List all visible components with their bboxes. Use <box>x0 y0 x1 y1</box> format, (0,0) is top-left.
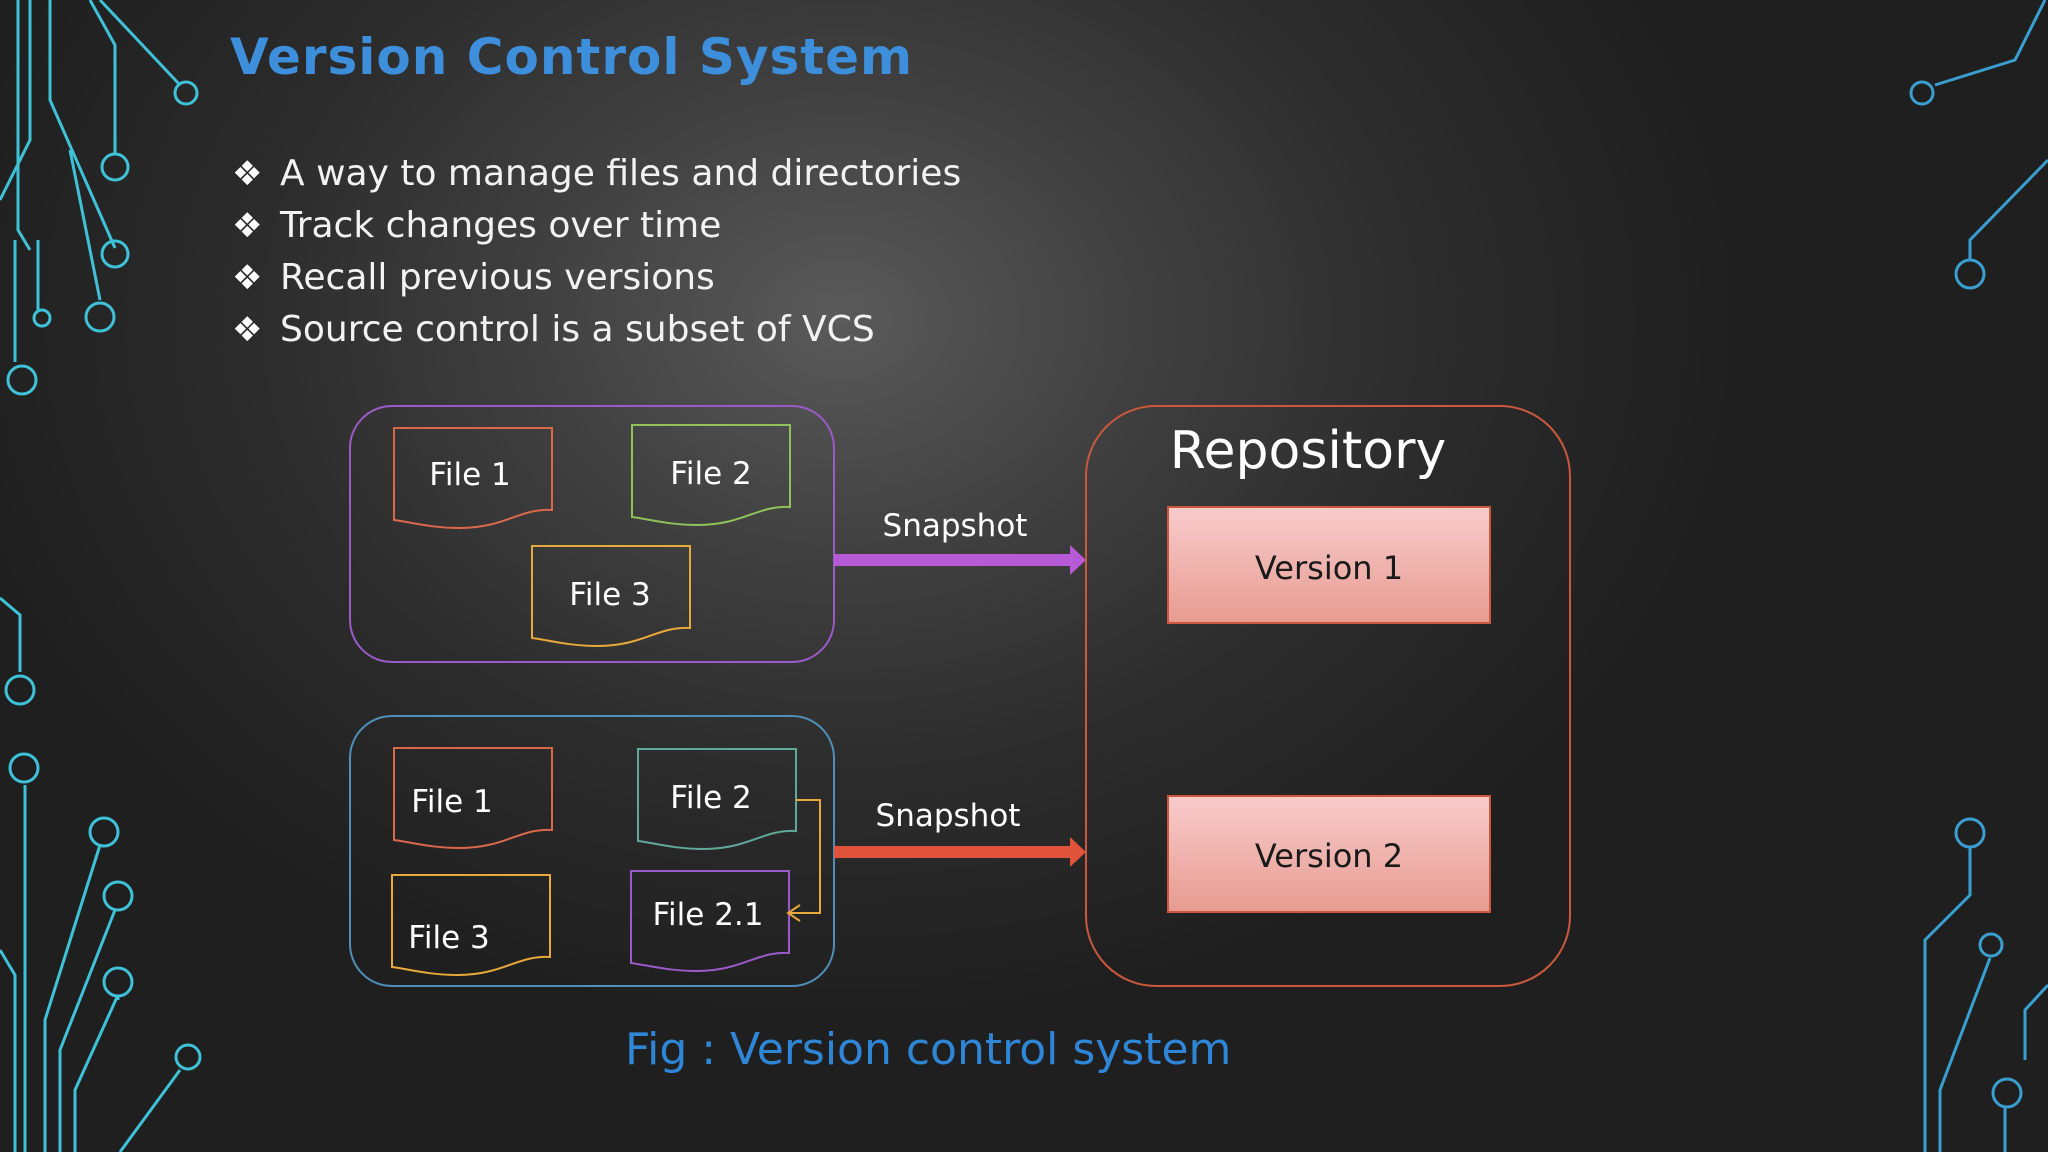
file-document: File 2.1 <box>630 870 790 973</box>
circuit-trace <box>68 149 102 301</box>
diamond-bullet-icon: ❖ <box>232 206 263 246</box>
circuit-trace <box>1934 0 2047 87</box>
circuit-node <box>1954 258 1986 290</box>
circuit-trace <box>0 596 22 672</box>
circuit-trace <box>58 909 117 1152</box>
circuit-trace <box>1938 957 1992 1152</box>
bullet-item: ❖ Source control is a subset of VCS <box>232 304 961 356</box>
working-copy-group-1 <box>349 405 835 663</box>
file-document: File 3 <box>531 545 691 648</box>
circuit-node <box>84 301 116 333</box>
file-label: File 3 <box>569 577 650 613</box>
circuit-trace <box>88 0 117 155</box>
file-label: File 1 <box>411 784 492 820</box>
circuit-trace <box>2023 983 2048 1060</box>
circuit-node <box>100 152 130 182</box>
circuit-node <box>102 966 134 998</box>
repository-box <box>1085 405 1571 987</box>
file-document: File 1 <box>393 747 553 850</box>
bullet-text: Source control is a subset of VCS <box>280 309 875 350</box>
file-label: File 2 <box>670 456 751 492</box>
circuit-node <box>100 239 130 269</box>
circuit-node <box>32 308 52 328</box>
bullet-item: ❖ Recall previous versions <box>232 252 961 304</box>
file-document: File 3 <box>391 874 551 977</box>
circuit-trace <box>48 0 117 249</box>
bullet-list: ❖ A way to manage files and directories ❖… <box>232 148 961 356</box>
file-label: File 1 <box>429 457 510 493</box>
file-document: File 2 <box>631 424 791 527</box>
circuit-trace <box>43 844 102 1152</box>
file-document: File 2 <box>637 748 797 851</box>
bullet-item: ❖ A way to manage files and directories <box>232 148 961 200</box>
circuit-node <box>102 880 134 912</box>
circuit-trace <box>0 0 32 201</box>
file-label: File 2.1 <box>652 897 763 933</box>
circuit-node <box>1909 80 1935 106</box>
circuit-node <box>174 1043 202 1071</box>
derive-connector <box>786 799 821 922</box>
bullet-text: Track changes over time <box>280 205 722 246</box>
circuit-node <box>4 674 36 706</box>
diamond-bullet-icon: ❖ <box>232 258 263 298</box>
snapshot-arrow: Snapshot <box>834 798 1086 867</box>
circuit-trace <box>1923 848 1972 1152</box>
circuit-node <box>1991 1077 2023 1109</box>
snapshot-label: Snapshot <box>883 508 1028 544</box>
circuit-trace <box>16 0 32 251</box>
version-label: Version 2 <box>1255 837 1403 875</box>
circuit-trace <box>118 1069 182 1152</box>
file-label: File 3 <box>408 920 489 956</box>
circuit-trace <box>1968 158 2048 260</box>
circuit-node <box>88 816 120 848</box>
file-document: File 1 <box>393 427 553 530</box>
repository-version: Version 1 <box>1167 506 1491 624</box>
repository-version: Version 2 <box>1167 795 1491 913</box>
version-label: Version 1 <box>1255 549 1403 587</box>
circuit-trace <box>98 0 182 87</box>
diamond-bullet-icon: ❖ <box>232 154 263 194</box>
slide-title: Version Control System <box>230 28 914 86</box>
circuit-node <box>1978 932 2004 958</box>
circuit-node <box>8 752 40 784</box>
bullet-text: Recall previous versions <box>280 257 715 298</box>
circuit-node <box>6 364 38 396</box>
snapshot-arrow: Snapshot <box>834 508 1086 575</box>
repository-title: Repository <box>1170 421 1447 481</box>
circuit-node <box>173 80 199 106</box>
snapshot-label: Snapshot <box>876 798 1021 834</box>
diamond-bullet-icon: ❖ <box>232 310 263 350</box>
circuit-trace <box>73 994 120 1152</box>
bullet-text: A way to manage files and directories <box>280 153 962 194</box>
bullet-item: ❖ Track changes over time <box>232 200 961 252</box>
file-label: File 2 <box>670 780 751 816</box>
figure-caption: Fig : Version control system <box>625 1024 1232 1075</box>
circuit-node <box>1954 817 1986 849</box>
circuit-trace <box>0 949 17 1152</box>
